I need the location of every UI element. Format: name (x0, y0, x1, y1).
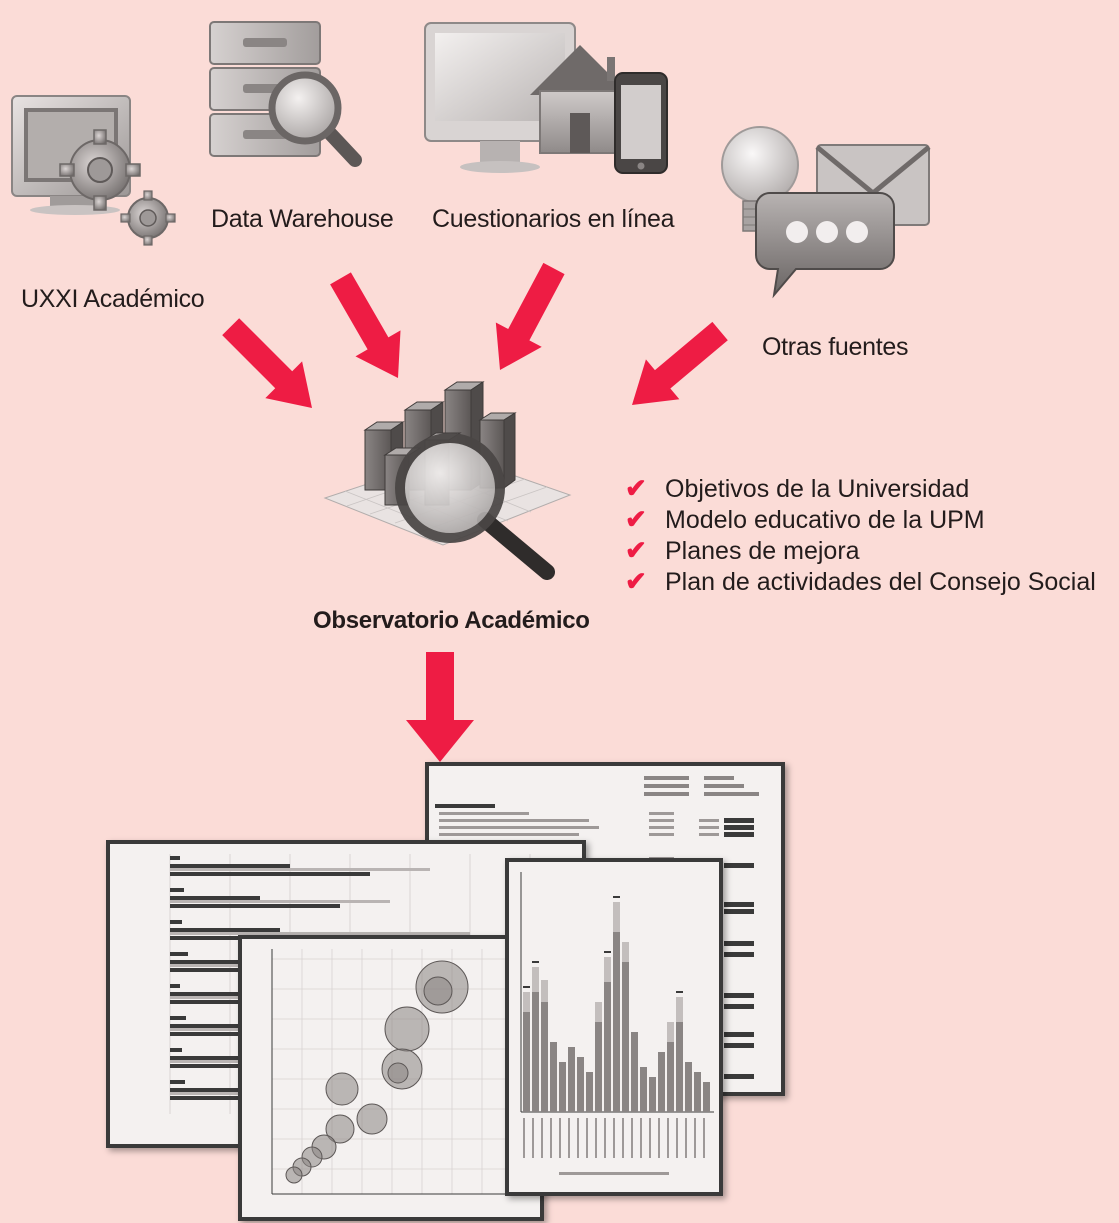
label-uxxi: UXXI Académico (21, 285, 205, 313)
bubble-scatter-report-icon (271, 949, 532, 1195)
checklist-item: ✔ Objetivos de la Universidad (625, 473, 1096, 504)
arrow-down-icon (406, 652, 474, 762)
checkmark-icon: ✔ (625, 566, 647, 596)
vertical-bar-report-icon (520, 872, 714, 1175)
checklist-item: ✔ Modelo educativo de la UPM (625, 504, 1096, 535)
checklist-text: Planes de mejora (665, 537, 860, 565)
computer-house-phone-icon (424, 22, 668, 174)
3d-bar-chart-magnifier-icon (323, 381, 572, 580)
report-scatter-thumbnail (238, 935, 544, 1221)
label-data-warehouse: Data Warehouse (211, 205, 394, 233)
arrow-otras-fuentes-icon (632, 321, 728, 405)
arrow-uxxi-icon (222, 318, 312, 408)
label-otras-fuentes: Otras fuentes (762, 333, 909, 361)
checkmark-icon: ✔ (625, 504, 647, 534)
bulb-chat-mail-icon (721, 126, 931, 299)
arrow-cuestionarios-icon (495, 262, 565, 370)
file-cabinet-magnifier-icon (209, 21, 362, 167)
checkmark-icon: ✔ (625, 473, 647, 503)
checklist-item: ✔ Plan de actividades del Consejo Social (625, 566, 1096, 597)
label-cuestionarios: Cuestionarios en línea (432, 205, 675, 233)
checklist-text: Modelo educativo de la UPM (665, 506, 985, 534)
checklist-text: Plan de actividades del Consejo Social (665, 568, 1096, 596)
checkmark-icon: ✔ (625, 535, 647, 565)
checklist-text: Objetivos de la Universidad (665, 475, 970, 503)
report-vbar-thumbnail (505, 858, 723, 1196)
checklist: ✔ Objetivos de la Universidad ✔ Modelo edu… (625, 473, 1096, 597)
center-label: Observatorio Académico (313, 607, 590, 634)
checklist-item: ✔ Planes de mejora (625, 535, 1096, 566)
arrow-data-warehouse-icon (330, 272, 401, 378)
monitor-gears-icon (11, 95, 176, 246)
